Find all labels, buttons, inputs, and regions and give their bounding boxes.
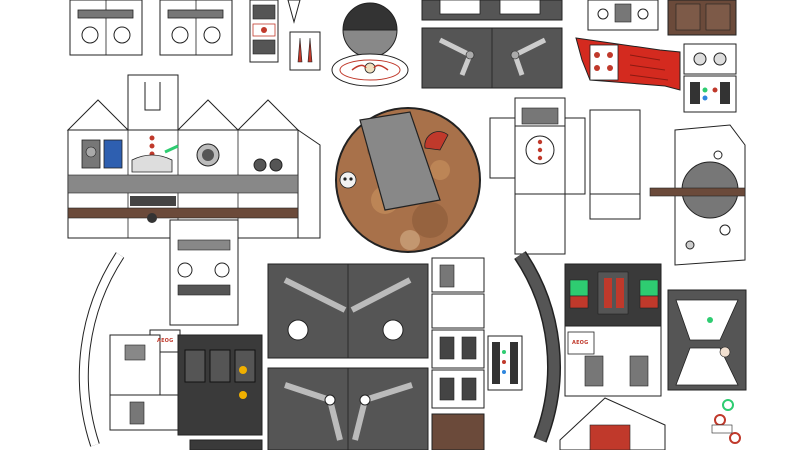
left-arch-strip xyxy=(78,252,125,447)
leg-panel-stencil: AEOG xyxy=(572,340,589,346)
circuit-tile xyxy=(683,75,737,113)
chest-plate-net xyxy=(489,97,641,255)
top-armor-plate xyxy=(421,0,563,21)
terrain-base-disc xyxy=(335,107,481,253)
backpack-net xyxy=(564,263,662,397)
small-tokens xyxy=(711,399,741,444)
top-right-helmet-net xyxy=(587,0,659,31)
red-cape xyxy=(575,37,681,91)
right-arch-strip xyxy=(514,251,561,443)
gun-arms-panel-bottom xyxy=(267,367,429,450)
helmet-dome xyxy=(342,2,398,58)
upper-arm-panel xyxy=(421,27,563,89)
spike-ornament xyxy=(287,0,301,24)
torso-net xyxy=(66,74,321,239)
right-shoulder-pad xyxy=(649,124,746,266)
belt-pouch-top xyxy=(667,0,737,36)
gun-arms-panel-top xyxy=(267,263,429,359)
skull-emblem-badge xyxy=(331,53,409,87)
earring-tokens xyxy=(289,31,321,71)
circuit-panel-mid xyxy=(487,335,523,391)
bottom-red-panel xyxy=(559,397,666,450)
decorative-strip xyxy=(249,0,279,63)
knee-guard-net xyxy=(667,289,747,391)
vent-panel-stencil: AEOG xyxy=(157,338,174,344)
vent-panel xyxy=(109,329,263,450)
skull-tile xyxy=(683,43,737,75)
leg-strips xyxy=(431,257,485,450)
top-left-leg-nets xyxy=(69,0,233,56)
shoulder-guard-net xyxy=(169,219,239,326)
